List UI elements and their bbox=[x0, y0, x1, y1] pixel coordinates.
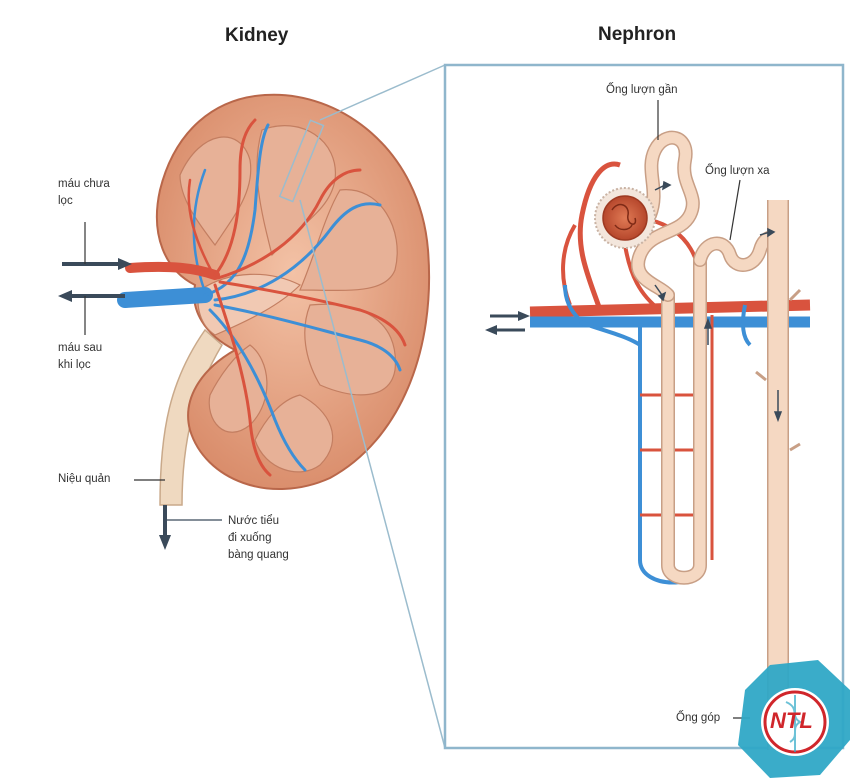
kidney-arteries bbox=[125, 118, 407, 477]
inset-marker bbox=[278, 119, 325, 203]
loop-of-henle bbox=[662, 254, 706, 584]
label-proximal-tubule: Ống lượn gần bbox=[606, 84, 678, 96]
flow-arrows bbox=[654, 180, 783, 423]
label-collecting-duct: Ống góp bbox=[676, 712, 721, 724]
label-filtered-blood-line1: máu sau bbox=[58, 342, 103, 354]
glomerulus bbox=[602, 195, 648, 241]
renal-pelvis bbox=[197, 273, 302, 336]
logo-text: NTL bbox=[770, 708, 813, 733]
zoom-lines bbox=[299, 64, 446, 749]
label-unfiltered-blood: máu chưa lọc bbox=[58, 176, 110, 210]
label-unfiltered-blood-line2: lọc bbox=[58, 195, 73, 207]
label-ureter: Niệu quản bbox=[58, 473, 111, 485]
kidney-title: Kidney bbox=[225, 25, 289, 46]
nephron-drawing bbox=[529, 100, 811, 750]
proximal-tubule bbox=[632, 132, 699, 301]
kidney-veins bbox=[117, 123, 402, 472]
label-unfiltered-blood-line1: máu chưa bbox=[58, 178, 110, 190]
ntl-logo bbox=[738, 660, 850, 778]
label-urine-line2: đi xuống bbox=[228, 532, 272, 544]
label-filtered-blood-line2: khi lọc bbox=[58, 359, 91, 371]
external-arrows bbox=[58, 222, 530, 550]
label-filtered-blood: máu sau khi lọc bbox=[58, 340, 102, 374]
kidney-drawing bbox=[117, 93, 431, 506]
label-urine-line3: bàng quang bbox=[228, 549, 289, 561]
label-urine: Nước tiểu đi xuống bàng quang bbox=[228, 513, 289, 564]
label-urine-line1: Nước tiểu bbox=[228, 515, 280, 527]
label-distal-tubule: Ống lượn xa bbox=[705, 165, 770, 177]
nephron-title: Nephron bbox=[598, 24, 677, 45]
